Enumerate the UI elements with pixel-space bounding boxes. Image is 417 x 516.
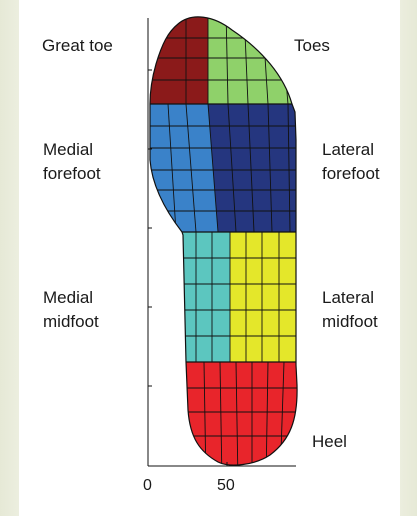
region-medial-midfoot: [150, 232, 230, 362]
region-heel: [150, 362, 310, 482]
x-tick-label-0: 0: [143, 474, 152, 498]
label-line: midfoot: [43, 310, 99, 334]
label-lateral-forefoot: Lateral forefoot: [322, 138, 380, 186]
label-line: Lateral: [322, 138, 380, 162]
region-lateral-forefoot: [208, 104, 310, 232]
label-line: forefoot: [322, 162, 380, 186]
label-line: midfoot: [322, 310, 378, 334]
label-line: forefoot: [43, 162, 101, 186]
label-medial-midfoot: Medial midfoot: [43, 286, 99, 334]
label-line: Medial: [43, 138, 101, 162]
region-medial-forefoot: [140, 104, 218, 232]
label-line: Lateral: [322, 286, 378, 310]
label-line: Medial: [43, 286, 99, 310]
x-tick-label-50: 50: [217, 474, 235, 498]
label-medial-forefoot: Medial forefoot: [43, 138, 101, 186]
foot-regions: [140, 10, 310, 482]
region-lateral-midfoot: [230, 232, 310, 362]
label-lateral-midfoot: Lateral midfoot: [322, 286, 378, 334]
label-toes: Toes: [294, 34, 330, 58]
label-heel: Heel: [312, 430, 347, 454]
label-great-toe: Great toe: [42, 34, 113, 58]
